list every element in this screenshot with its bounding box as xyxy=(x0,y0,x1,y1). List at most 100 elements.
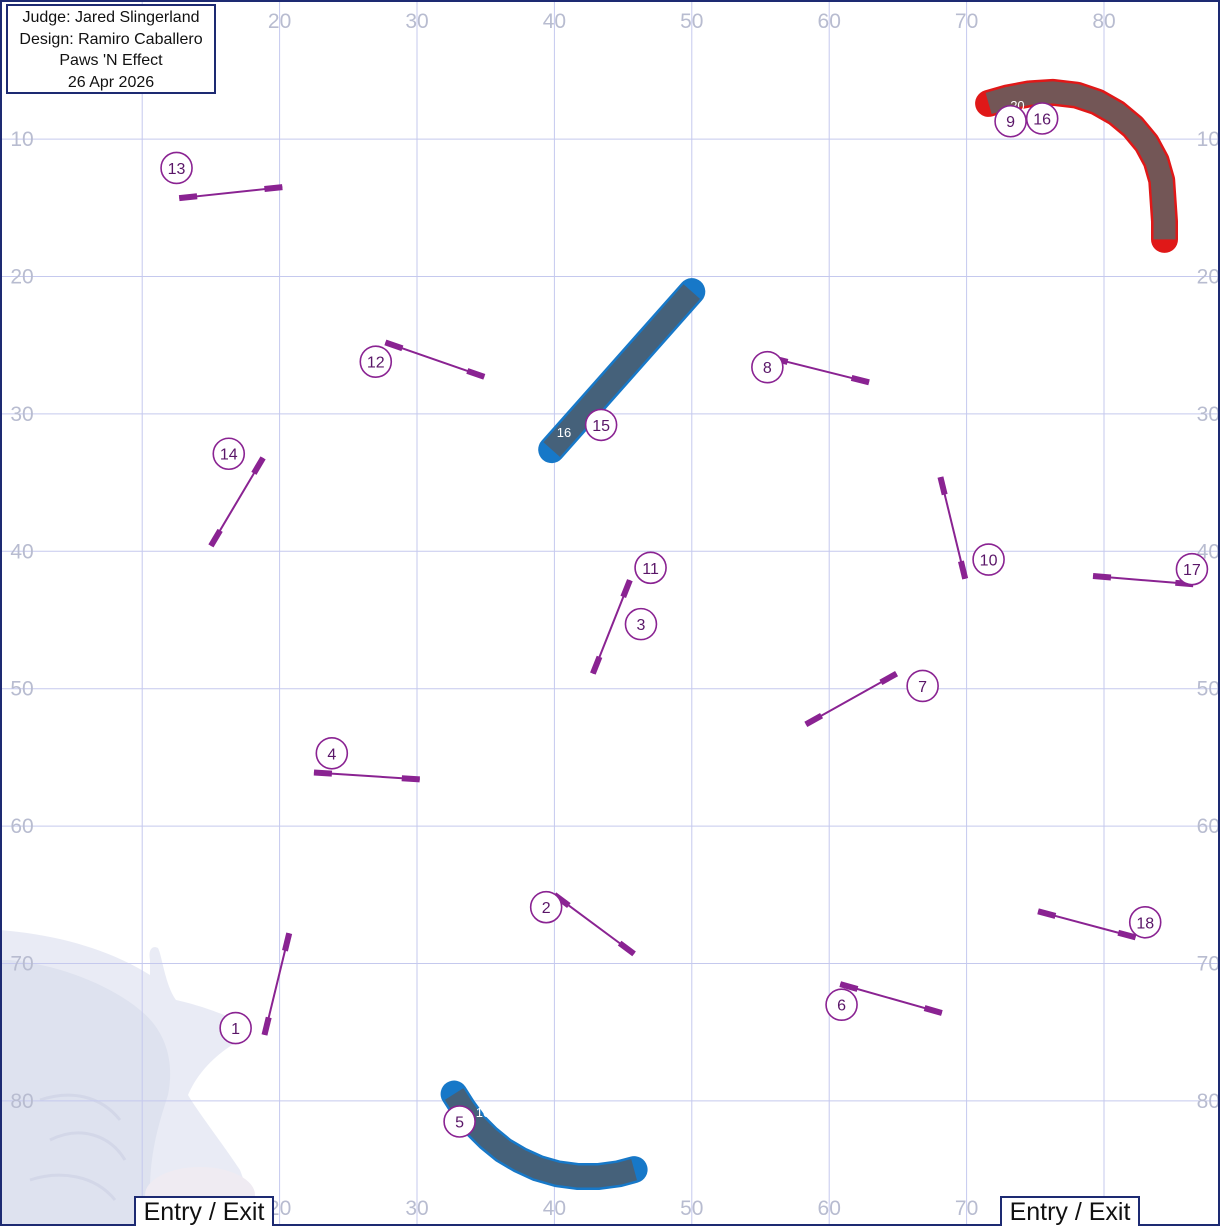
y-tick-label: 30 xyxy=(10,403,33,426)
y-tick-label: 50 xyxy=(10,678,33,701)
number-text: 15 xyxy=(592,418,610,435)
number-text: 18 xyxy=(1136,915,1154,932)
x-tick-label: 20 xyxy=(268,10,291,33)
obstacle-number-14: 14 xyxy=(212,437,246,471)
jump-wing xyxy=(384,339,404,352)
number-circle xyxy=(634,551,667,585)
number-circle xyxy=(972,543,1005,576)
x-tick-label: 50 xyxy=(680,10,703,33)
y-tick-label: 50 xyxy=(1197,678,1220,701)
jump-wing xyxy=(617,940,636,957)
number-circle xyxy=(1128,905,1162,939)
jump-wing xyxy=(1117,929,1137,941)
tunnel-body xyxy=(985,81,1176,240)
obstacle-number-9: 9 xyxy=(994,104,1027,138)
obstacle-number-2: 2 xyxy=(529,890,563,924)
jump-wing xyxy=(958,560,969,580)
club-name: Paws 'N Effect xyxy=(59,52,163,69)
jump-wing xyxy=(839,981,859,992)
jump-wing xyxy=(261,1016,272,1036)
jump-wing xyxy=(282,932,293,952)
course-info-box: Judge: Jared Slingerland Design: Ramiro … xyxy=(6,4,216,94)
number-text: 2 xyxy=(542,900,551,917)
jump-wing xyxy=(264,184,283,192)
number-circle xyxy=(584,408,618,442)
y-tick-label: 60 xyxy=(1197,815,1220,838)
number-circle xyxy=(906,669,939,703)
jump-wing xyxy=(208,528,223,548)
jump-6 xyxy=(839,981,943,1016)
x-tick-label: 70 xyxy=(955,10,978,33)
grid-tick-labels: 2020303040405050606070708080101020203030… xyxy=(10,10,1220,1220)
obstacle-number-18: 18 xyxy=(1128,905,1162,939)
obstacle-number-12: 12 xyxy=(359,345,393,378)
number-circle xyxy=(825,988,858,1022)
obstacle-number-1: 1 xyxy=(219,1011,252,1045)
number-text: 5 xyxy=(455,1115,464,1132)
jump-wing xyxy=(466,368,486,380)
x-tick-label: 30 xyxy=(405,1197,428,1220)
obstacle-number-7: 7 xyxy=(906,669,939,703)
y-tick-label: 70 xyxy=(10,953,33,976)
y-tick-label: 20 xyxy=(10,266,33,289)
obstacle-number-13: 13 xyxy=(160,151,193,185)
jump-wing xyxy=(401,775,420,783)
jump-wing xyxy=(620,579,633,599)
number-text: 8 xyxy=(763,360,772,377)
jump-wing xyxy=(1092,573,1112,581)
obstacle-number-4: 4 xyxy=(315,736,349,770)
jump-wing xyxy=(251,456,266,475)
x-tick-label: 50 xyxy=(680,1197,703,1220)
jump-3 xyxy=(590,579,633,675)
jump-10 xyxy=(937,476,969,580)
number-text: 14 xyxy=(220,447,238,464)
jump-4 xyxy=(313,769,420,783)
number-text: 4 xyxy=(327,746,336,763)
jump-wing xyxy=(879,670,899,686)
number-circle xyxy=(359,345,393,378)
tunnel-16-curved: 16 xyxy=(440,1080,648,1190)
number-circle xyxy=(219,1011,252,1045)
y-tick-label: 30 xyxy=(1197,403,1220,426)
designer-text: Design: Ramiro Caballero xyxy=(19,30,203,48)
number-text: 13 xyxy=(168,161,186,178)
number-text: 1 xyxy=(231,1021,240,1038)
number-text: 10 xyxy=(980,553,998,570)
obstacle-number-3: 3 xyxy=(624,607,658,641)
y-tick-label: 60 xyxy=(10,815,33,838)
club-logo-watermark xyxy=(0,930,255,1226)
number-circle xyxy=(529,890,563,924)
tunnel-body xyxy=(543,284,701,457)
jump-wing xyxy=(804,712,824,727)
jump-14 xyxy=(208,456,266,548)
number-circle xyxy=(994,104,1027,138)
obstacle-number-17: 17 xyxy=(1175,552,1209,586)
jump-wing xyxy=(923,1005,943,1016)
entry-exit-label-left: Entry / Exit xyxy=(134,1196,274,1226)
jump-13 xyxy=(178,184,283,202)
number-text: 3 xyxy=(637,617,646,634)
jump-wing xyxy=(850,375,870,386)
obstacle-number-6: 6 xyxy=(825,988,858,1022)
course-date: 26 Apr 2026 xyxy=(67,73,155,91)
jump-2 xyxy=(552,892,636,957)
tunnel-length-label: 16 xyxy=(557,425,571,440)
obstacle-number-15: 15 xyxy=(584,408,618,442)
jump-1 xyxy=(261,932,293,1036)
jump-18 xyxy=(1037,908,1137,941)
jump-wing xyxy=(1037,908,1057,919)
obstacle-number-5: 5 xyxy=(443,1105,476,1138)
y-tick-label: 10 xyxy=(1197,128,1220,151)
number-circle xyxy=(212,437,246,471)
number-text: 7 xyxy=(918,679,927,696)
jump-7 xyxy=(804,670,899,727)
x-tick-label: 70 xyxy=(955,1197,978,1220)
jump-wing xyxy=(590,655,603,675)
jump-wing xyxy=(313,769,333,777)
number-circle xyxy=(1175,552,1209,586)
obstacle-number-10: 10 xyxy=(972,543,1005,576)
obstacle-number-11: 11 xyxy=(634,551,667,585)
